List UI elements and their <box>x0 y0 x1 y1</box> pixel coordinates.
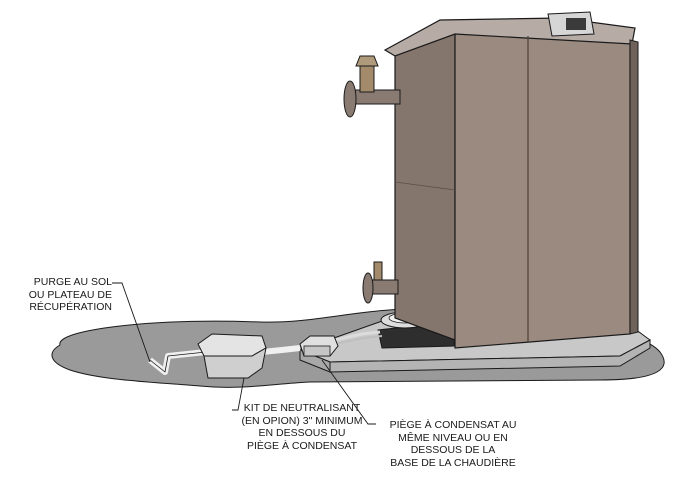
relief-valve <box>359 65 375 93</box>
upper-flange <box>343 80 357 118</box>
boiler-right-trim <box>629 39 639 335</box>
callout-floor-drain: PURGE AU SOL OU PLATEAU DE RÉCUPÉRATION <box>4 276 112 314</box>
trap-to-boiler-tubes <box>334 330 381 342</box>
callout-condensate-trap: PIÈGE À CONDENSAT AU MÊME NIVEAU OU EN D… <box>358 419 548 469</box>
callout-kit-line-3: EN DESSOUS DU <box>258 427 346 439</box>
boiler-front-face <box>454 29 631 349</box>
callout-trap-line-4: BASE DE LA CHAUDIÈRE <box>390 456 516 469</box>
callout-floor-drain-line-2: OU PLATEAU DE <box>28 288 112 301</box>
neutralizer-kit-top <box>197 333 267 357</box>
leader-trap <box>321 359 376 425</box>
trap-to-boiler-tubes-2 <box>334 335 383 345</box>
condensate-trap-body <box>303 345 331 357</box>
lower-flange <box>362 272 374 304</box>
lower-valve <box>373 261 383 281</box>
neutralizer-kit-body <box>203 347 267 379</box>
callout-kit-line-2: (EN OPION) 3" MINIMUM <box>241 414 363 427</box>
leader-kit <box>232 377 245 411</box>
callout-floor-drain-line-3: RÉCUPÉRATION <box>29 301 112 313</box>
callout-trap-line-2: MÊME NIVEAU OU EN <box>398 431 508 444</box>
boiler-plinth-front <box>329 339 651 373</box>
callout-kit-line-4: PIÈGE À CONDENSAT <box>246 439 358 452</box>
callout-trap-line-3: DESSOUS DE LA <box>410 444 496 456</box>
callout-kit-line-1: KIT DE NEUTRALISANT <box>243 402 361 414</box>
callout-floor-drain-line-1: PURGE AU SOL <box>33 276 112 288</box>
callout-neutralizer-kit: KIT DE NEUTRALISANT (EN OPION) 3" MINIMU… <box>222 402 382 452</box>
boiler-left-face <box>394 29 456 341</box>
relief-valve-cap <box>355 55 379 67</box>
callout-trap-line-1: PIÈGE À CONDENSAT AU <box>389 419 517 431</box>
trap-to-kit-pipe <box>261 345 301 355</box>
side-panel-seam <box>394 181 456 191</box>
control-box-vent <box>566 18 586 30</box>
leader-purge <box>112 282 151 363</box>
